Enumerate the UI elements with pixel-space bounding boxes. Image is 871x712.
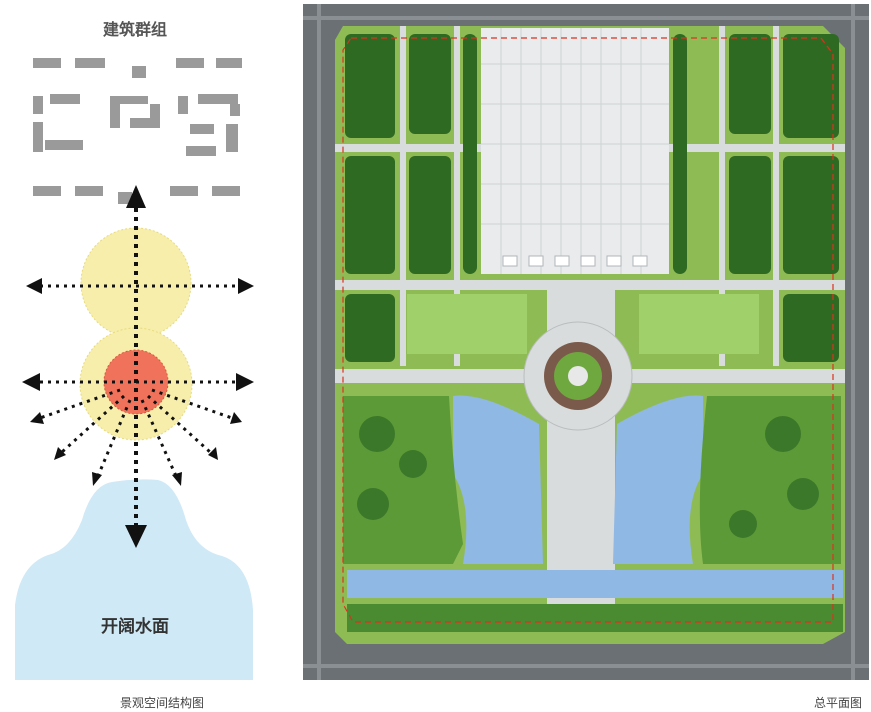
site-plan-graphic: [303, 4, 869, 680]
red-boundary-line: [342, 37, 834, 623]
open-water-label: 开阔水面: [101, 617, 169, 637]
building-group-label: 建筑群组: [102, 20, 167, 39]
structure-diagram-graphic: [15, 58, 254, 680]
structure-diagram-caption: 景观空间结构图: [120, 696, 205, 710]
site-master-plan: [303, 4, 869, 680]
arrow-heads: [22, 185, 254, 548]
building-blocks: [33, 58, 242, 204]
landscape-structure-diagram: 建筑群组: [0, 0, 270, 680]
open-water-shape: [15, 479, 253, 680]
central-plaza: [481, 28, 669, 274]
master-plan-caption: 总平面图: [814, 696, 863, 710]
water-bodies: [347, 395, 843, 598]
